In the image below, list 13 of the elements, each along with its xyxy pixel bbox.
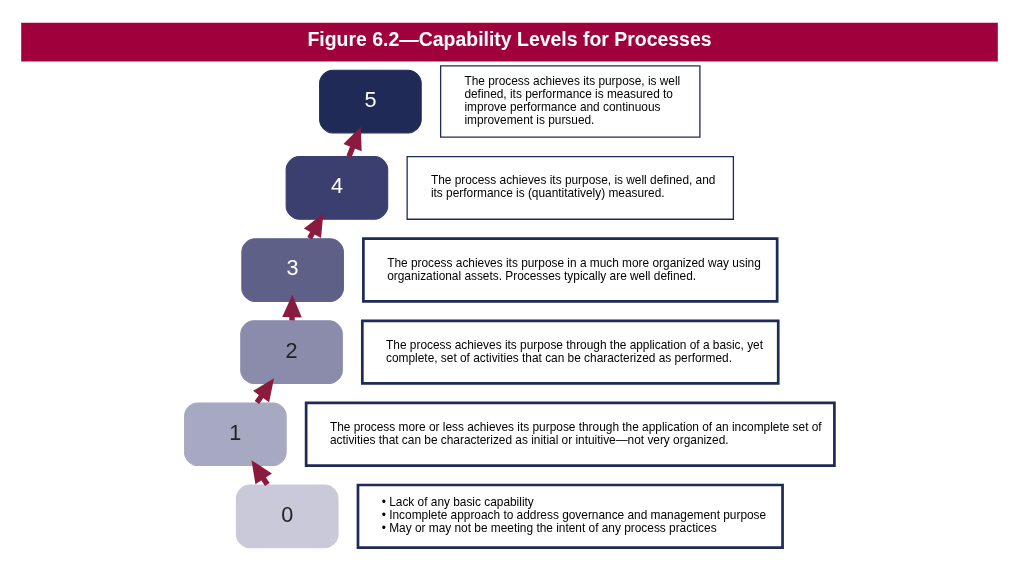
node-box: The process achieves its purpose through the application of a basic, yet complete, set of activities that can be characterized as performed. [360,319,780,385]
node-box: The process more or less achieves its purpose through the application of an incomplete set of activities that can be characterized as initial or intuitive—not very organized. [304,401,836,467]
diagram-title: Figure 6.2—Capability Levels for Processes [307,27,712,50]
node-box: • Lack of any basic capability • Incomplete approach to address governance and management purpose • May or may not be meeting the intent of any process practices [356,483,784,550]
node-box: 1 [184,402,287,467]
node-box: 0 [235,484,339,549]
node-box: 3 [241,238,344,302]
node-box: The process achieves its purpose, is well defined, its performance is measured to improve performance and continuous improvement is pursued. [440,65,701,138]
node-box: 4 [285,156,389,220]
node-box: 5 [319,69,422,134]
node-box: 2 [240,320,343,384]
node-box: The process achieves its purpose, is well defined, and its performance is (quantitatively) measured. [406,155,735,220]
node-box: The process achieves its purpose in a much more organized way using organizational assets. Processes typically are well defined. [362,237,779,303]
